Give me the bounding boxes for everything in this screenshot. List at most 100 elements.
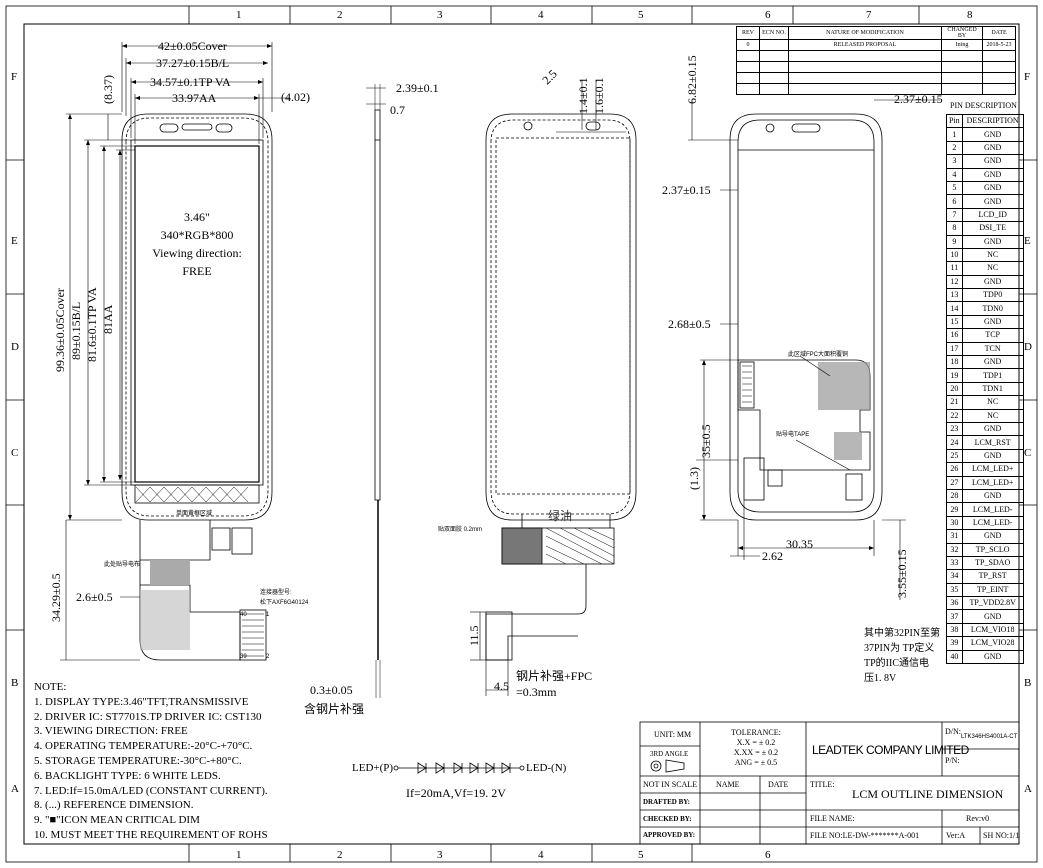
- grid-bottom-1: 1: [236, 849, 242, 861]
- back-view-dims: [470, 80, 626, 696]
- pin-number: 6: [946, 194, 963, 209]
- dim-tpva-width: 34.57±0.1TP VA: [150, 75, 231, 89]
- tb-tolerance-line: X.XX = ± 0.2: [733, 748, 779, 757]
- pin-number: 11: [946, 261, 963, 276]
- pin-description: GND: [961, 234, 1024, 249]
- pin-description: LCD_ID: [961, 207, 1024, 223]
- pin-description: GND: [961, 180, 1024, 196]
- dim-aa-height: 81AA: [101, 304, 115, 334]
- grid-left-F: F: [11, 71, 18, 83]
- pin-description: TDN1: [961, 381, 1024, 397]
- pin-description: GND: [961, 529, 1024, 544]
- grid-top-2: 2: [337, 9, 343, 21]
- rev-empty-row: [736, 61, 1016, 73]
- pin-description: GND: [961, 488, 1024, 504]
- tb-checked: CHECKED BY:: [643, 815, 692, 823]
- front-view-outline: [121, 113, 273, 661]
- tb-approved: APPROVED BY:: [643, 831, 696, 839]
- pin-label-1: 1: [266, 612, 270, 618]
- pin-description: GND: [961, 314, 1024, 330]
- note-item: 3. VIEWING DIRECTION: FREE: [34, 725, 188, 738]
- pin-description: GND: [961, 649, 1024, 665]
- small-note-front: 此处贴导电布: [104, 562, 141, 568]
- grid-right-A: A: [1024, 783, 1032, 795]
- pin-number: 32: [946, 542, 963, 557]
- pin-number: 10: [946, 247, 963, 263]
- pin-number: 27: [946, 475, 963, 490]
- pin-number: 38: [946, 622, 963, 638]
- pin-description: TP_EINT: [961, 582, 1024, 598]
- pin-description: TDN0: [961, 301, 1024, 316]
- rev-cell: 0: [736, 39, 760, 51]
- dim-back-14: 1.4±0.1: [576, 77, 590, 114]
- pin-number: 23: [946, 421, 963, 437]
- note-item: 1. DISPLAY TYPE:3.46"TFT,TRANSMISSIVE: [34, 695, 249, 708]
- tb-angle: 3RD ANGLE: [650, 750, 689, 758]
- led-minus-label: LED-(N): [526, 762, 567, 774]
- pin-number: 35: [946, 582, 963, 598]
- pin-label-40: 40: [240, 612, 247, 618]
- tb-tolerance-line: X.X = ± 0.2: [736, 738, 776, 747]
- grid-right-C: C: [1024, 447, 1032, 459]
- pin-number: 5: [946, 180, 963, 196]
- pin-label-39: 39: [240, 654, 247, 660]
- pin-description: GND: [961, 448, 1024, 464]
- dim-cover-height: 99.36±0.05Cover: [53, 288, 67, 372]
- grid-top-3: 3: [437, 9, 443, 21]
- dim-back-45: 4.5: [494, 679, 509, 693]
- rev-empty-row: [736, 72, 1016, 84]
- grid-top-4: 4: [538, 9, 544, 21]
- back-view-outline: [485, 113, 637, 661]
- pin-number: 17: [946, 341, 963, 357]
- spec-resolution: 340*RGB*800: [160, 228, 234, 242]
- pin-number: 19: [946, 368, 963, 383]
- back-stiffener-note: 钢片补强+FPC: [516, 669, 593, 683]
- pin-description: TDP0: [961, 288, 1024, 303]
- title-block-lines: [639, 721, 1020, 845]
- dim-tpva-height: 81.6±0.1TP VA: [85, 287, 99, 362]
- tb-date: DATE: [768, 780, 789, 789]
- pin-description: LCM_LED-: [961, 502, 1024, 517]
- pin-number: 2: [946, 140, 963, 156]
- side-stiffener-note: 含钢片补强: [304, 702, 365, 716]
- panel-spec: 3.46" 340*RGB*800 Viewing direction: FRE…: [135, 208, 259, 280]
- pin-number: 31: [946, 529, 963, 544]
- pin-description: TCP: [961, 328, 1024, 343]
- tb-pn-label: P/N:: [945, 756, 960, 765]
- dim-side-thickness: 2.39±0.1: [396, 81, 439, 95]
- pin-description: LCM_LED-: [961, 515, 1024, 531]
- pin-description: GND: [961, 140, 1024, 156]
- rear-cn-line: 其中第32PIN至第: [864, 628, 941, 639]
- pin-description: NC: [961, 395, 1024, 410]
- dim-rear-262: 2.62: [762, 549, 783, 563]
- pin-label-2: 2: [266, 654, 270, 660]
- pin-number: 26: [946, 462, 963, 477]
- tb-rev: Rev:v0: [966, 814, 990, 823]
- grid-right-E: E: [1024, 235, 1031, 247]
- pin-number: 40: [946, 649, 963, 665]
- dim-right-offset: (4.02): [281, 90, 310, 104]
- rev-cell: Ining: [941, 39, 983, 51]
- grid-bottom-3: 3: [437, 849, 443, 861]
- tb-company: LEADTEK COMPANY LIMITED: [812, 743, 969, 757]
- revision-table: REV ECN NO. NATURE OF MODIFICATION CHANG…: [736, 26, 1016, 95]
- rev-col-nature: NATURE OF MODIFICATION: [788, 26, 942, 40]
- pin-number: 36: [946, 596, 963, 611]
- pin-description: TP_SCLO: [961, 542, 1024, 557]
